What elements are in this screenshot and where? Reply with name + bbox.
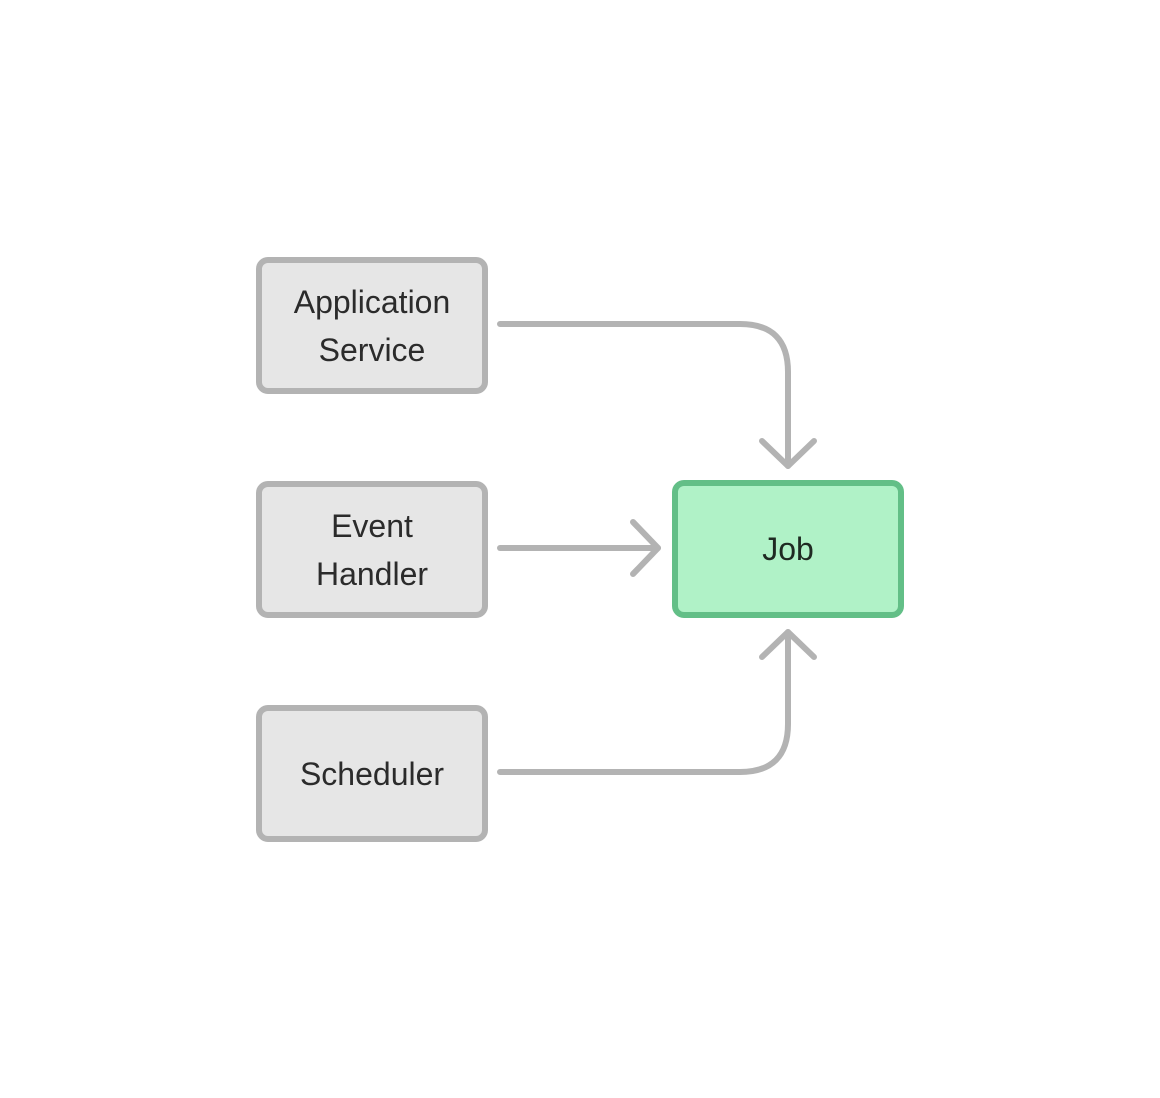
node-scheduler[interactable]: Scheduler <box>256 705 488 842</box>
arrowhead-right-icon <box>630 519 661 577</box>
edge-application-service-to-job <box>497 321 817 469</box>
edge-line <box>497 629 791 775</box>
edge-line <box>497 321 791 469</box>
node-label: Job <box>762 531 814 567</box>
node-job[interactable]: Job <box>672 480 904 618</box>
arrowhead-up-icon <box>759 629 817 660</box>
node-label: Scheduler <box>299 755 445 792</box>
edge-scheduler-to-job <box>497 629 817 775</box>
arrowhead-down-icon <box>759 438 817 469</box>
node-event-handler[interactable]: Event Handler <box>256 481 488 618</box>
node-label: Application Service <box>293 283 451 368</box>
edge-event-handler-to-job <box>497 519 661 577</box>
node-application-service[interactable]: Application Service <box>256 257 488 394</box>
node-label: Event Handler <box>315 507 429 592</box>
